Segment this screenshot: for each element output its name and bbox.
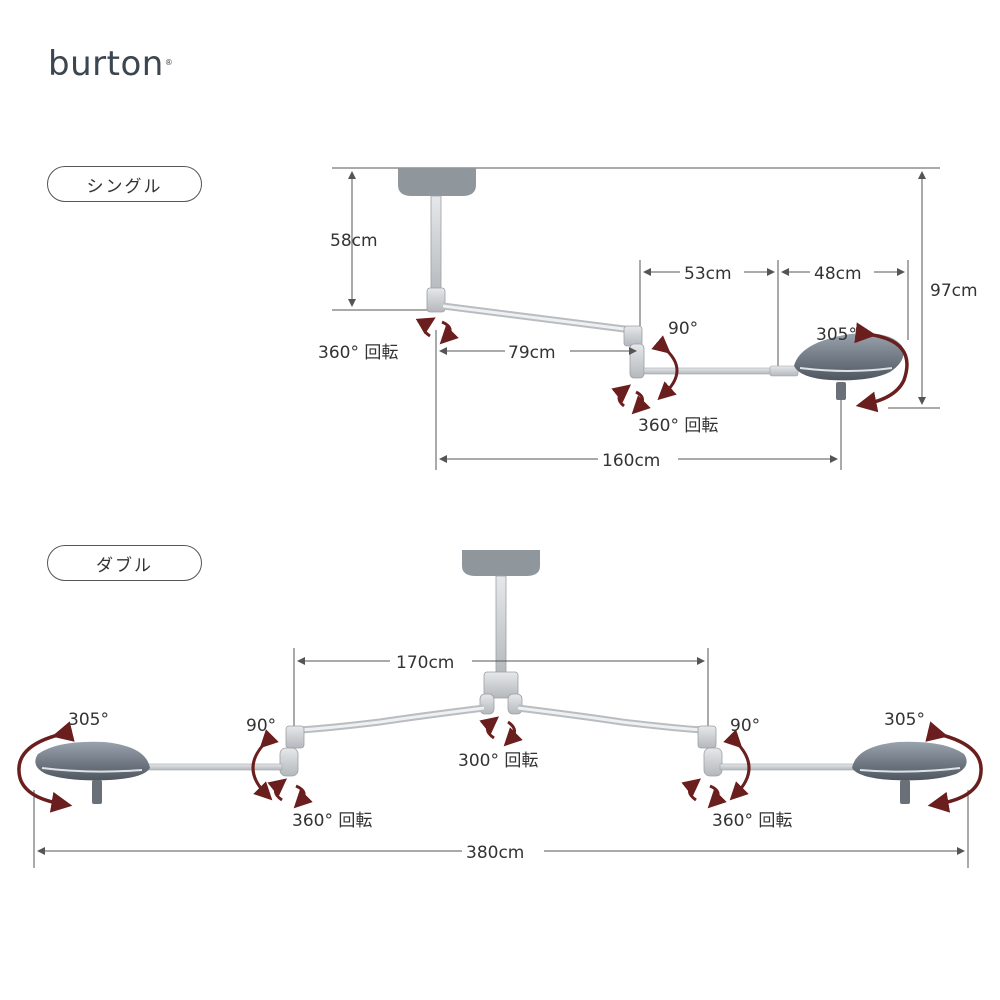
double-ceiling-canopy bbox=[462, 550, 540, 576]
double-head-rot-right: 305° bbox=[884, 710, 925, 730]
single-rot-base: 360° 回転 bbox=[318, 343, 398, 363]
right-lamp-head bbox=[852, 741, 967, 781]
single-dim-arm2: 53cm bbox=[684, 264, 732, 284]
single-dim-total-reach: 160cm bbox=[602, 451, 660, 471]
double-lamp: 170cm 380cm 300° 回転 360° 回転 360° 回転 90° … bbox=[17, 550, 983, 868]
ceiling-canopy bbox=[398, 168, 476, 196]
left-lamp-head bbox=[35, 741, 151, 781]
single-lamp: 58cm 97cm 79cm 53cm 48cm 160cm 360° 回転 3… bbox=[318, 167, 978, 471]
single-type-label: シングル bbox=[47, 166, 202, 202]
single-head-rot: 305° bbox=[816, 325, 857, 345]
double-dim-arm-span: 170cm bbox=[396, 653, 454, 673]
double-rot-center: 300° 回転 bbox=[458, 751, 538, 771]
single-tilt: 90° bbox=[668, 319, 698, 339]
single-dim-total-height: 97cm bbox=[930, 281, 978, 301]
double-rot-right-elbow: 360° 回転 bbox=[712, 811, 792, 831]
single-dim-head: 48cm bbox=[814, 264, 862, 284]
double-head-rot-left: 305° bbox=[68, 710, 109, 730]
double-tilt-left: 90° bbox=[246, 716, 276, 736]
double-tilt-right: 90° bbox=[730, 716, 760, 736]
single-dim-arm1: 79cm bbox=[508, 343, 556, 363]
single-rot-elbow: 360° 回転 bbox=[638, 416, 718, 436]
double-rot-left-elbow: 360° 回転 bbox=[292, 811, 372, 831]
single-dim-post-height: 58cm bbox=[330, 231, 378, 251]
double-type-label: ダブル bbox=[47, 545, 202, 581]
burton-logo: burton® bbox=[48, 44, 174, 84]
double-dim-total-span: 380cm bbox=[466, 843, 524, 863]
